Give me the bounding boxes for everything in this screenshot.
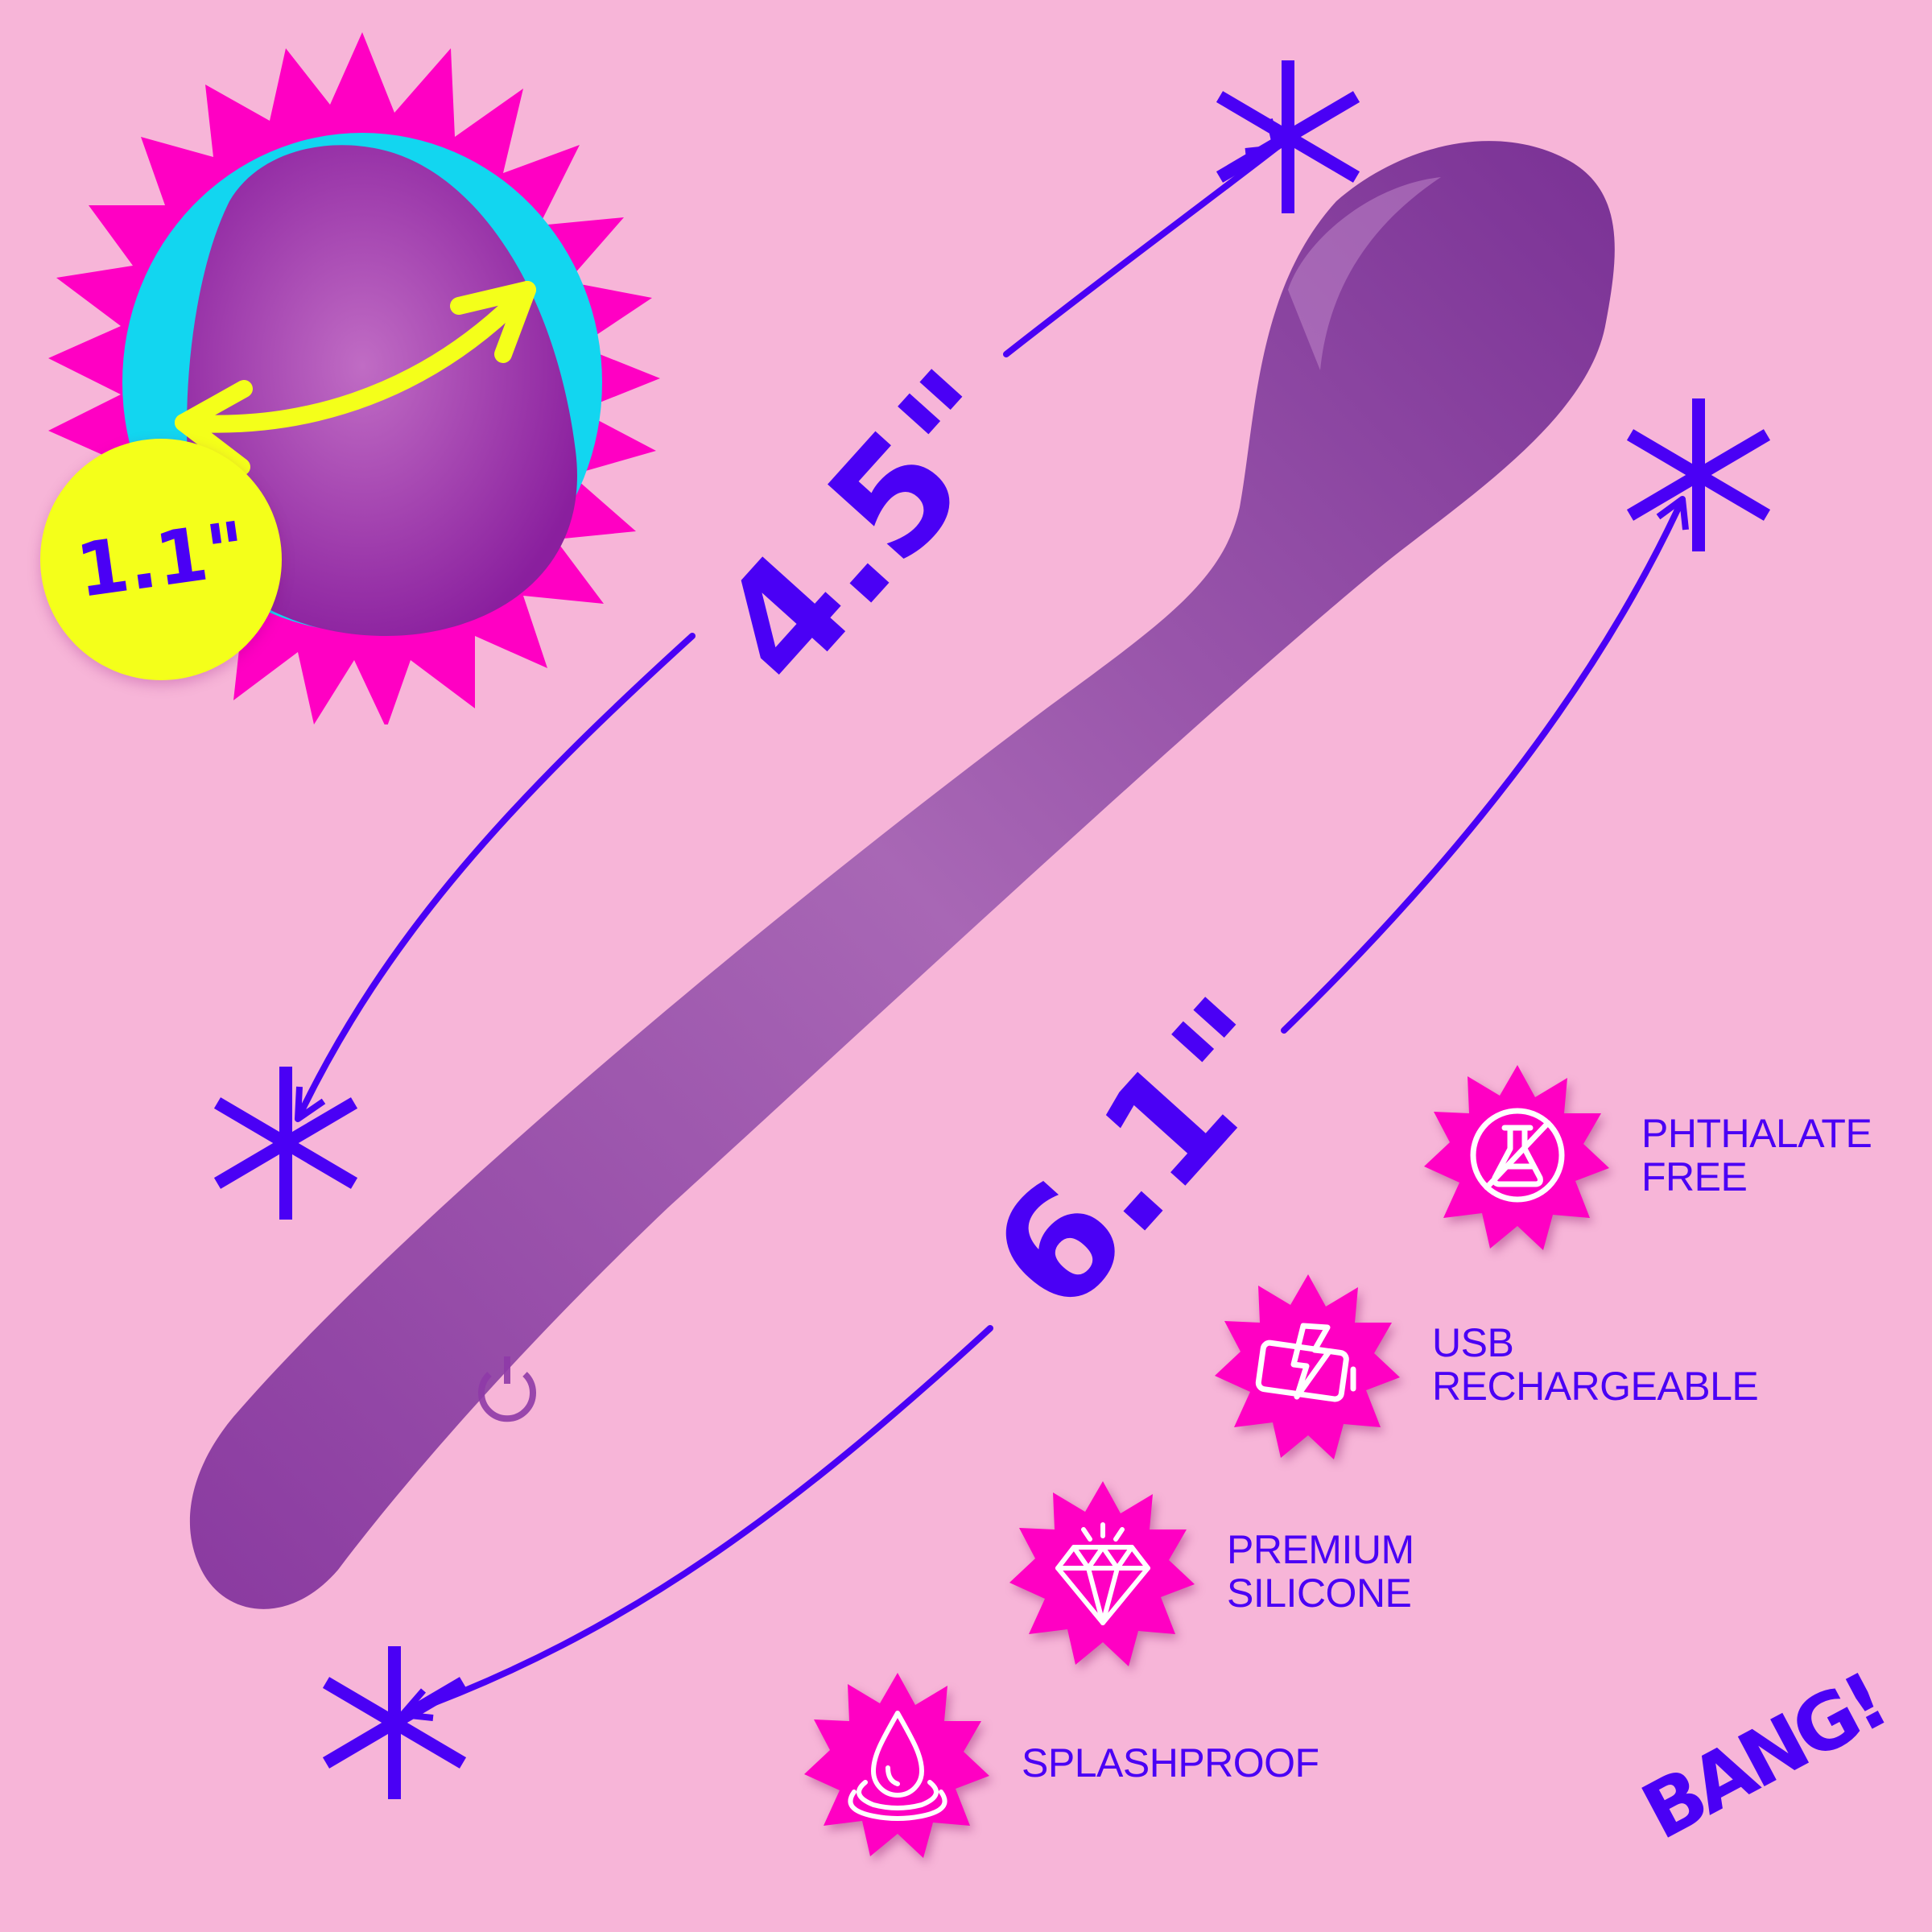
asterisk-bottom	[322, 1646, 467, 1799]
asterisk-right	[1626, 398, 1771, 551]
feature-label: PREMIUM SILICONE	[1227, 1527, 1414, 1616]
feature-label: PHTHALATE FREE	[1641, 1111, 1872, 1199]
starburst-badge	[1006, 1475, 1199, 1668]
diameter-label-badge: 1.1"	[40, 439, 282, 680]
no-flask-icon	[1470, 1108, 1565, 1203]
feature-usb-rechargeable: USB RECHARGEABLE	[1212, 1268, 1759, 1461]
diameter-label: 1.1"	[71, 505, 251, 614]
feature-label: SPLASHPROOF	[1022, 1740, 1319, 1785]
feature-splashproof: SPLASHPROOF	[801, 1666, 1319, 1860]
feature-phthalate-free: PHTHALATE FREE	[1421, 1059, 1872, 1252]
diamond-icon	[1055, 1522, 1150, 1625]
feature-label: USB RECHARGEABLE	[1432, 1320, 1759, 1409]
measure-arrow	[175, 281, 536, 433]
starburst-badge	[1212, 1268, 1405, 1461]
power-icon	[478, 1356, 536, 1422]
starburst-badge	[801, 1666, 994, 1860]
feature-premium-silicone: PREMIUM SILICONE	[1006, 1475, 1414, 1668]
asterisk-top	[1216, 60, 1360, 213]
battery-lightning-icon	[1255, 1323, 1356, 1402]
starburst-badge	[1421, 1059, 1614, 1252]
asterisk-left	[213, 1067, 358, 1220]
water-drop-icon	[848, 1711, 947, 1821]
